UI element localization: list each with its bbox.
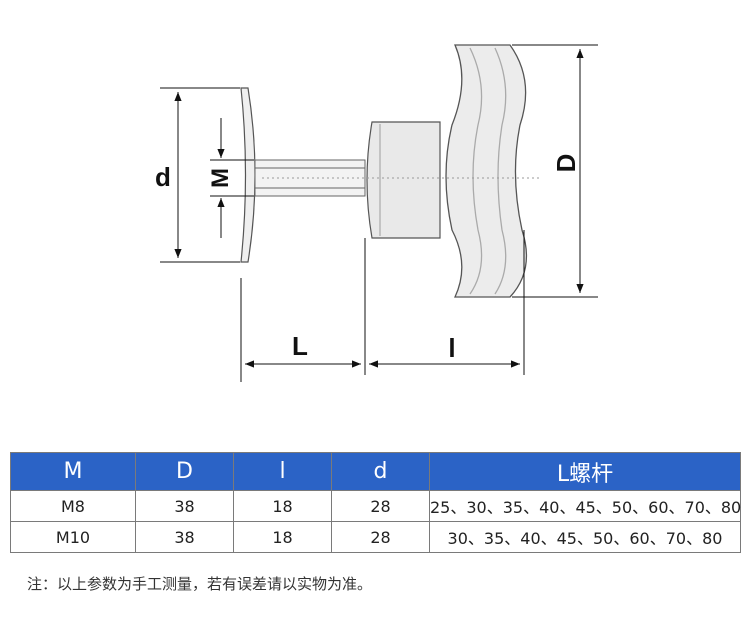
cell-D: 38 [135,521,234,553]
collar [366,121,441,239]
label-L: L [292,331,308,361]
cell-L-rod: 30、35、40、45、50、60、70、80 [429,521,741,553]
knob-grip [445,44,528,298]
label-d: d [155,162,171,192]
cell-M: M8 [10,490,136,522]
header-L-rod: L螺杆 [429,452,741,491]
header-l: l [233,452,332,491]
dimension-M [210,118,254,238]
dimension-D [512,44,598,298]
header-D: D [135,452,234,491]
cell-D: 38 [135,490,234,522]
dimension-d [160,87,240,263]
cell-l: 18 [233,490,332,522]
cell-M: M10 [10,521,136,553]
header-d: d [331,452,430,491]
label-M: M [207,168,234,188]
label-D: D [551,154,581,173]
cell-L-rod: 25、30、35、40、45、50、60、70、80 [429,490,741,522]
table-row: M10 38 18 28 30、35、40、45、50、60、70、80 [10,521,741,553]
head-plate [240,87,256,263]
measurement-note: 注：以上参数为手工测量，若有误差请以实物为准。 [27,575,373,593]
knob-dimension-drawing: d M D L l [155,44,598,382]
table-row: M8 38 18 28 25、30、35、40、45、50、60、70、80 [10,490,741,522]
cell-d: 28 [331,521,430,553]
header-M: M [10,452,136,491]
table-header-row: M D l d L螺杆 [10,452,741,491]
label-l: l [448,333,455,363]
spec-table: M D l d L螺杆 M8 38 18 28 25、30、35、40、45、5… [10,452,741,553]
dimension-L-l [240,230,525,382]
cell-l: 18 [233,521,332,553]
cell-d: 28 [331,490,430,522]
